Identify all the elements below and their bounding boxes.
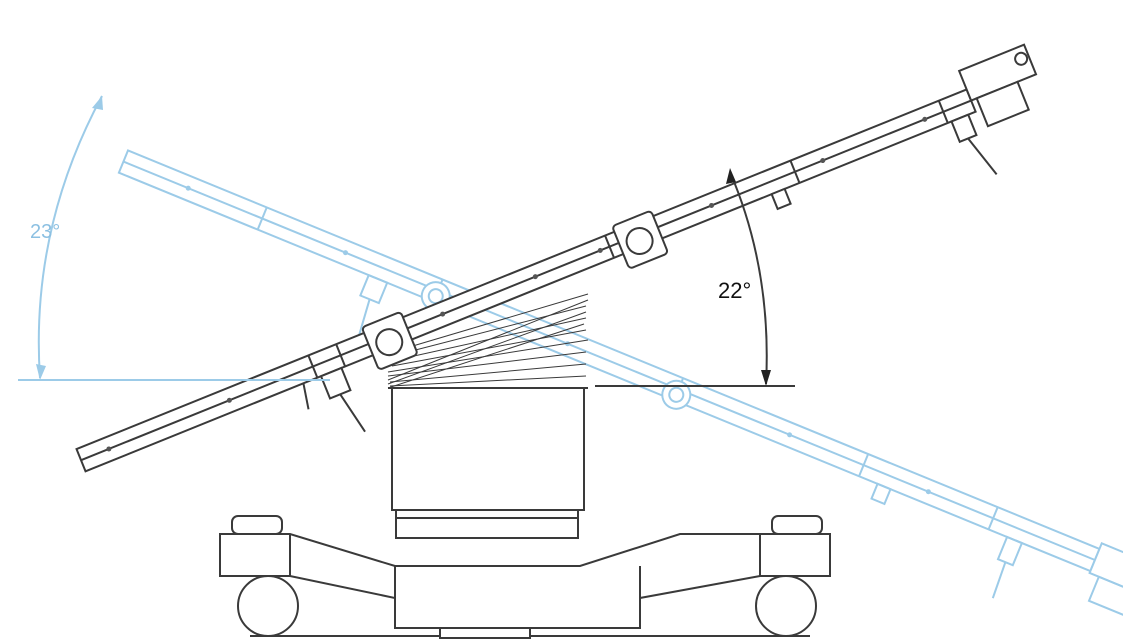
angle-annotation-23: 23°	[18, 95, 330, 381]
base-frame	[219, 533, 831, 629]
pedestal-column	[391, 387, 585, 511]
wheel-right	[755, 575, 817, 637]
angle-annotation-22: 22°	[595, 168, 795, 387]
main-table-dark	[75, 43, 1038, 473]
tilted-table-blue	[117, 149, 1123, 618]
angle-label-22: 22°	[718, 278, 751, 303]
wheel-left	[237, 575, 299, 637]
table-base	[219, 293, 831, 639]
angle-label-23: 23°	[30, 221, 60, 243]
